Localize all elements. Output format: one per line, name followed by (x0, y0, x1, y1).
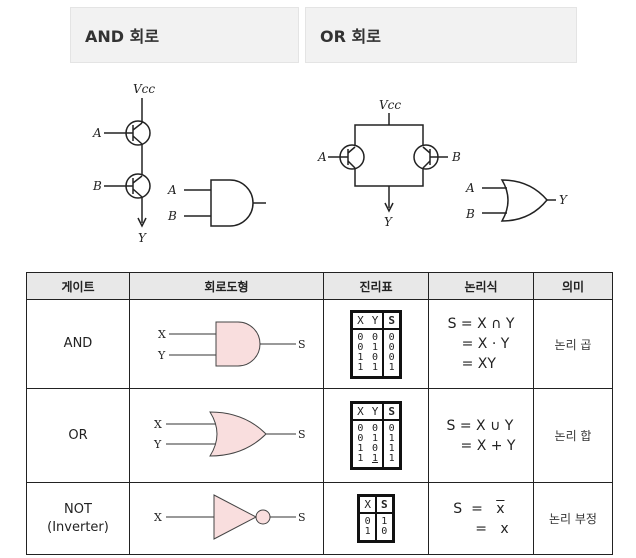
and-output-y-label: Y (138, 231, 147, 245)
expression-line: = x (453, 519, 508, 539)
and-gate-sketch-body (210, 179, 254, 227)
expr-x-bar: x (496, 500, 505, 517)
expression-line: S = X ∪ Y (446, 417, 514, 434)
or-circuit-header: OR 회로 (305, 7, 577, 63)
transistor-sketch: Vcc A B Y A B Vcc A (92, 82, 568, 245)
and-gate-body (215, 321, 260, 366)
expression-line: = XY (461, 356, 496, 372)
expression-cell: S = X ∩ Y = X · Y = XY (428, 299, 534, 389)
and-circuit-header: AND 회로 (70, 7, 299, 63)
and-circuit-header-label: AND 회로 (85, 27, 160, 46)
or-output-s-label: S (298, 428, 306, 441)
expression-line: = X · Y (461, 336, 510, 352)
gate-name: OR (68, 427, 88, 443)
gate-name-cell: NOT (Inverter) (26, 482, 130, 555)
or-expression: S = X ∪ Y = X + Y (447, 416, 516, 456)
and-gate-a-label: A (167, 183, 177, 197)
or-input-a-label: A (317, 150, 327, 164)
meaning-cell: 논리 부정 (533, 482, 613, 555)
column-header-gate: 게이트 (26, 272, 130, 300)
expression-cell: S = X ∪ Y = X + Y (428, 388, 534, 483)
or-gate-b-label: B (465, 207, 475, 221)
and-input-y-label: Y (157, 349, 166, 362)
or-vcc-label: Vcc (379, 98, 401, 112)
not-gate-body (213, 494, 257, 540)
table-header-row: 게이트 회로도형 진리표 논리식 의미 (26, 272, 613, 300)
not-gate-symbol: X S (154, 494, 306, 540)
column-header-meaning: 의미 (533, 272, 613, 300)
and-input-x-label: X (158, 328, 166, 341)
or-gate-y-label: Y (559, 193, 568, 207)
and-gate-symbol: X Y S (157, 321, 306, 366)
expr-s: S (453, 500, 463, 517)
or-input-x-label: X (154, 418, 162, 431)
or-gate-sketch: A B Y (465, 179, 568, 222)
gate-symbol-cell: X S (129, 482, 324, 555)
and-vcc-label: Vcc (133, 82, 155, 96)
and-transistor-circuit: Vcc A B Y (92, 82, 155, 245)
and-gate-sketch: A B (167, 179, 266, 227)
meaning-text: 논리 곱 (554, 337, 592, 352)
and-gate-b-label: B (167, 209, 177, 223)
or-gate-body (208, 411, 267, 457)
or-transistor-circuit: Vcc A B Y (317, 98, 461, 229)
expression-cell: S = x = x (428, 482, 534, 555)
or-gate-sketch-body (500, 179, 548, 222)
not-expression: S = x = x (453, 499, 508, 539)
meaning-text: 논리 부정 (549, 512, 597, 526)
and-expression: S = X ∩ Y = X · Y = XY (448, 314, 515, 374)
or-gate-symbol: X Y S (153, 411, 306, 457)
meaning-cell: 논리 합 (533, 388, 613, 483)
meaning-cell: 논리 곱 (533, 299, 613, 389)
or-input-b-label: B (451, 150, 461, 164)
gate-symbol-cell: X Y S (129, 388, 324, 483)
gate-name-cell: AND (26, 299, 130, 389)
or-input-y-label: Y (153, 438, 162, 451)
expression-line: = X + Y (460, 437, 516, 454)
column-header-symbol: 회로도형 (129, 272, 324, 300)
or-output-y-label: Y (384, 215, 393, 229)
expression-line: S = X ∩ Y (447, 316, 515, 332)
gate-name: NOT (64, 501, 92, 517)
expr-eq-1: = (471, 500, 483, 517)
and-input-b-label: B (92, 179, 102, 193)
and-output-s-label: S (298, 338, 306, 351)
expression-line: S = x (453, 499, 508, 519)
column-header-truth-table: 진리표 (323, 272, 429, 300)
or-circuit-header-label: OR 회로 (320, 27, 381, 46)
gate-symbol-cell: X Y S (129, 299, 324, 389)
or-gate-a-label: A (465, 181, 475, 195)
gate-subname: (Inverter) (47, 519, 109, 535)
not-gate-bubble (255, 509, 270, 525)
expr-eq-2: = (475, 520, 488, 537)
column-header-expression: 논리식 (428, 272, 534, 300)
and-input-a-label: A (92, 126, 102, 140)
expr-x: x (500, 520, 509, 537)
not-output-s-label: S (298, 511, 306, 524)
meaning-text: 논리 합 (554, 429, 592, 443)
not-input-x-label: X (154, 511, 162, 524)
gate-name: AND (63, 336, 93, 351)
gate-name-cell: OR (26, 388, 130, 483)
